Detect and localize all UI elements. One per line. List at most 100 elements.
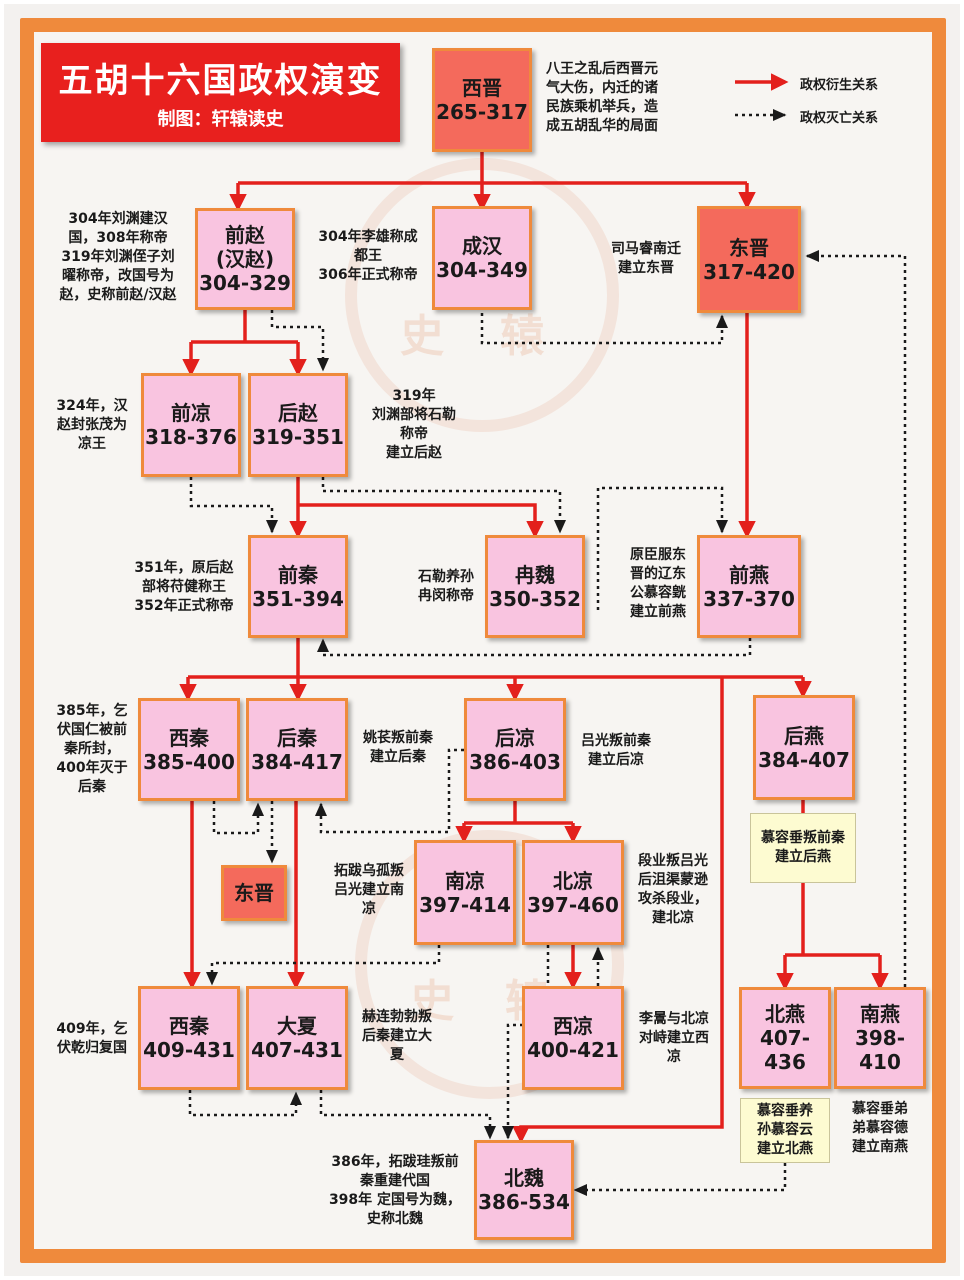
note-qianliang: 324年，汉 赵封张茂为 凉王 bbox=[56, 398, 128, 452]
arrow-to-beiwei bbox=[512, 677, 724, 1144]
state-years: 350-352 bbox=[489, 586, 581, 611]
state-years: 400-421 bbox=[527, 1038, 619, 1062]
state-years: 384-417 bbox=[251, 749, 343, 774]
state-qianliang: 前凉 318-376 bbox=[141, 373, 241, 477]
state-name: 后燕 bbox=[784, 723, 824, 748]
note-xiqin-2: 409年，乞 伏乾归复国 bbox=[56, 1021, 128, 1056]
arrow-houzhao-ranwei bbox=[298, 503, 544, 539]
dash-qianliang-qianqin bbox=[189, 477, 278, 534]
watermark-char: 史 bbox=[410, 976, 454, 1027]
dash-qianzhao-houzhao bbox=[270, 310, 329, 372]
page-subtitle: 制图：轩辕读史 bbox=[157, 109, 284, 130]
state-years: 351-394 bbox=[252, 586, 344, 611]
state-beiyan: 北燕 407-436 bbox=[739, 987, 831, 1089]
state-years: 317-420 bbox=[703, 259, 795, 284]
state-name: 西晋 bbox=[462, 76, 502, 100]
note-chenghan: 304年李雄称成 都王 306年正式称帝 bbox=[318, 229, 418, 283]
state-name: 西秦 bbox=[169, 725, 209, 750]
state-name: 南燕 bbox=[860, 1002, 900, 1026]
state-qianqin: 前秦 351-394 bbox=[248, 535, 348, 638]
dash-houzhao-ranwei bbox=[321, 477, 566, 534]
state-name: 北魏 bbox=[504, 1166, 544, 1190]
state-name: 后秦 bbox=[277, 725, 317, 750]
state-name: 后赵 bbox=[278, 401, 318, 425]
state-houqin: 后秦 384-417 bbox=[246, 698, 348, 801]
watermark-char: 辕 bbox=[500, 311, 544, 362]
state-nanyan: 南燕 398-410 bbox=[834, 987, 926, 1089]
state-name: 南凉 bbox=[445, 868, 485, 893]
state-name: 西凉 bbox=[553, 1014, 593, 1038]
state-years: 337-370 bbox=[703, 586, 795, 611]
note-nanliang: 拓跋乌孤叛 吕光建立南 凉 bbox=[334, 863, 404, 917]
state-name: 前燕 bbox=[729, 562, 769, 587]
note-houqin: 姚苌叛前秦 建立后秦 bbox=[363, 730, 433, 765]
state-years: 304-329 bbox=[199, 271, 291, 295]
state-years: 398-410 bbox=[854, 1026, 906, 1074]
note-xijin: 八王之乱后西晋元 气大伤，内迁的诸 民族乘机举兵，造 成五胡乱华的局面 bbox=[546, 61, 658, 134]
legend-derive-label: 政权衍生关系 bbox=[800, 78, 879, 93]
dash-houliang-houqin bbox=[315, 748, 464, 834]
note-houzhao: 319年 刘渊部将石勒 称帝 建立后赵 bbox=[372, 388, 456, 461]
note-daxia: 赫连勃勃叛 后秦建立大 夏 bbox=[362, 1009, 432, 1063]
note-qianqin: 351年，原后赵 部将苻健称王 352年正式称帝 bbox=[134, 560, 234, 614]
state-name: 冉魏 bbox=[515, 562, 555, 587]
state-xiliang: 西凉 400-421 bbox=[522, 986, 624, 1090]
state-xijin: 西晋 265-317 bbox=[432, 48, 532, 152]
title-banner: 五胡十六国政权演变 制图：轩辕读史 bbox=[41, 43, 400, 142]
note-nanyan: 慕容垂弟 弟慕容德 建立南燕 bbox=[852, 1101, 908, 1155]
state-years: 386-534 bbox=[478, 1190, 570, 1214]
state-years: 319-351 bbox=[252, 425, 344, 449]
note-qianzhao: 304年刘渊建汉 国，308年称帝 319年刘渊侄子刘 曜称帝，改国号为 赵，史… bbox=[59, 211, 177, 303]
state-qianzhao: 前赵 (汉赵) 304-329 bbox=[195, 208, 295, 310]
state-nanliang: 南凉 397-414 bbox=[414, 840, 516, 945]
state-years: 385-400 bbox=[143, 749, 235, 774]
state-name: 前赵 (汉赵) bbox=[215, 223, 275, 271]
legend-destroy-label: 政权灭亡关系 bbox=[800, 111, 879, 126]
dash-nanliang-xiqin2 bbox=[206, 945, 441, 986]
state-daxia: 大夏 407-431 bbox=[246, 986, 348, 1090]
state-years: 407-436 bbox=[759, 1026, 811, 1074]
state-xiqin-2: 西秦 409-431 bbox=[138, 986, 240, 1090]
state-years: 304-349 bbox=[436, 258, 528, 282]
state-ranwei: 冉魏 350-352 bbox=[485, 535, 585, 638]
state-years: 318-376 bbox=[145, 425, 237, 449]
note-beiliang: 段业叛吕光 后沮渠蒙逊 攻杀段业， 建北凉 bbox=[638, 853, 708, 926]
note-qianyan: 原臣服东 晋的辽东 公慕容皝 建立前燕 bbox=[630, 547, 686, 620]
note-beiyan: 慕容垂养 孙慕容云 建立北燕 bbox=[740, 1098, 830, 1163]
state-name: 北凉 bbox=[553, 868, 593, 893]
note-houyan: 慕容垂叛前秦 建立后燕 bbox=[750, 813, 856, 883]
dash-daxia-beiwei bbox=[319, 1090, 496, 1140]
dash-nanyan-dongjin bbox=[805, 250, 907, 987]
state-name: 东晋 bbox=[729, 235, 769, 260]
state-houyan: 后燕 384-407 bbox=[753, 695, 855, 800]
dash-beiyan-beiwei bbox=[573, 1163, 787, 1196]
state-name: 大夏 bbox=[277, 1014, 317, 1038]
note-xiliang: 李暠与北凉 对峙建立西 凉 bbox=[639, 1011, 709, 1065]
state-xiqin-1: 西秦 385-400 bbox=[138, 698, 240, 801]
state-years: 397-460 bbox=[527, 892, 619, 917]
state-name: 前凉 bbox=[171, 401, 211, 425]
state-years: 397-414 bbox=[419, 892, 511, 917]
state-chenghan: 成汉 304-349 bbox=[432, 206, 532, 310]
state-name: 后凉 bbox=[495, 725, 535, 750]
state-name: 西秦 bbox=[169, 1014, 209, 1038]
state-years: 265-317 bbox=[436, 100, 528, 124]
state-dongjin: 东晋 317-420 bbox=[697, 206, 801, 313]
note-houliang: 吕光叛前秦 建立后凉 bbox=[581, 733, 651, 768]
state-dongjin-small: 东晋 bbox=[221, 865, 287, 921]
dash-qianyan-qianqin bbox=[317, 638, 752, 657]
note-dongjin: 司马睿南迁 建立东晋 bbox=[611, 241, 681, 276]
dash-ranwei-qianyan bbox=[596, 486, 728, 610]
state-houliang: 后凉 386-403 bbox=[464, 698, 566, 801]
state-name: 成汉 bbox=[462, 234, 502, 258]
dash-xiqin1-houqin bbox=[212, 801, 264, 835]
note-xiqin-1: 385年，乞 伏国仁被前 秦所封， 400年灭于 后秦 bbox=[56, 703, 128, 795]
state-beiliang: 北凉 397-460 bbox=[522, 840, 624, 945]
page-title: 五胡十六国政权演变 bbox=[58, 61, 383, 101]
state-name: 前秦 bbox=[278, 562, 318, 587]
note-beiwei: 386年，拓跋珪叛前 秦重建代国 398年 定国号为魏， 史称北魏 bbox=[328, 1154, 462, 1227]
dash-chenghan-dongjin bbox=[480, 313, 728, 345]
watermark-char: 史 bbox=[400, 311, 444, 362]
